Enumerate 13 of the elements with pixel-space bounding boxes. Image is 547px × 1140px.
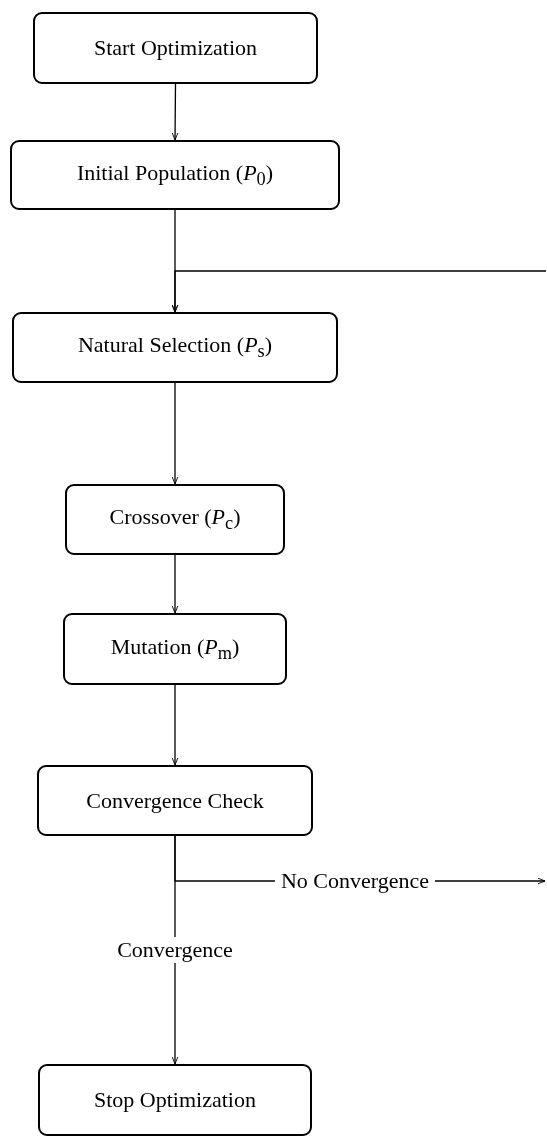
process-box: Stop Optimization: [38, 1064, 312, 1136]
process-box: Crossover (P$_{c}$): [65, 484, 285, 555]
arrow: [171, 835, 179, 1065]
arrow: [171, 83, 179, 141]
process-box: Start Optimization: [33, 12, 318, 84]
process-box: Natural Selection (P$_{s}$): [12, 312, 338, 383]
arrow: [171, 554, 179, 614]
process-box: Initial Population (P$_{0}$): [10, 140, 340, 210]
arrow: [171, 382, 179, 485]
arrow: [171, 270, 547, 313]
process-box: Convergence Check: [37, 765, 313, 836]
arrow: [171, 684, 179, 766]
process-box: Mutation (P$_{m}$): [63, 613, 287, 685]
